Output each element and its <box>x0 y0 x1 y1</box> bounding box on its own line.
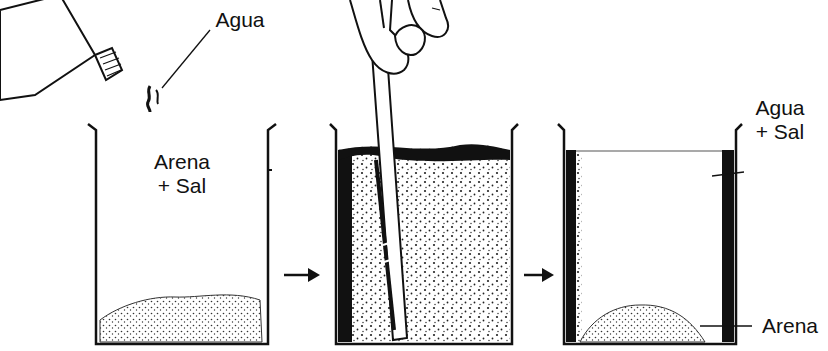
leader-line <box>712 172 744 176</box>
leader-line <box>700 325 752 326</box>
beaker <box>330 124 518 344</box>
beaker <box>558 124 742 344</box>
arrow <box>284 268 320 282</box>
mixture <box>338 144 510 342</box>
water-bottle <box>0 0 122 100</box>
hand <box>350 0 448 74</box>
water-stream <box>156 90 158 104</box>
sand-label: Arena <box>762 314 818 338</box>
water-label: Agua <box>215 8 264 32</box>
solution <box>566 150 576 342</box>
arrow <box>524 268 554 282</box>
leader-line <box>162 30 210 88</box>
beaker <box>88 124 276 344</box>
sand-deposit <box>580 305 705 342</box>
glass-rod <box>371 40 407 340</box>
water-stream <box>147 86 150 112</box>
sand-salt-pile <box>100 295 262 342</box>
mixture-label: Arena + Sal <box>154 150 210 198</box>
solution-label: Agua + Sal <box>755 96 804 144</box>
